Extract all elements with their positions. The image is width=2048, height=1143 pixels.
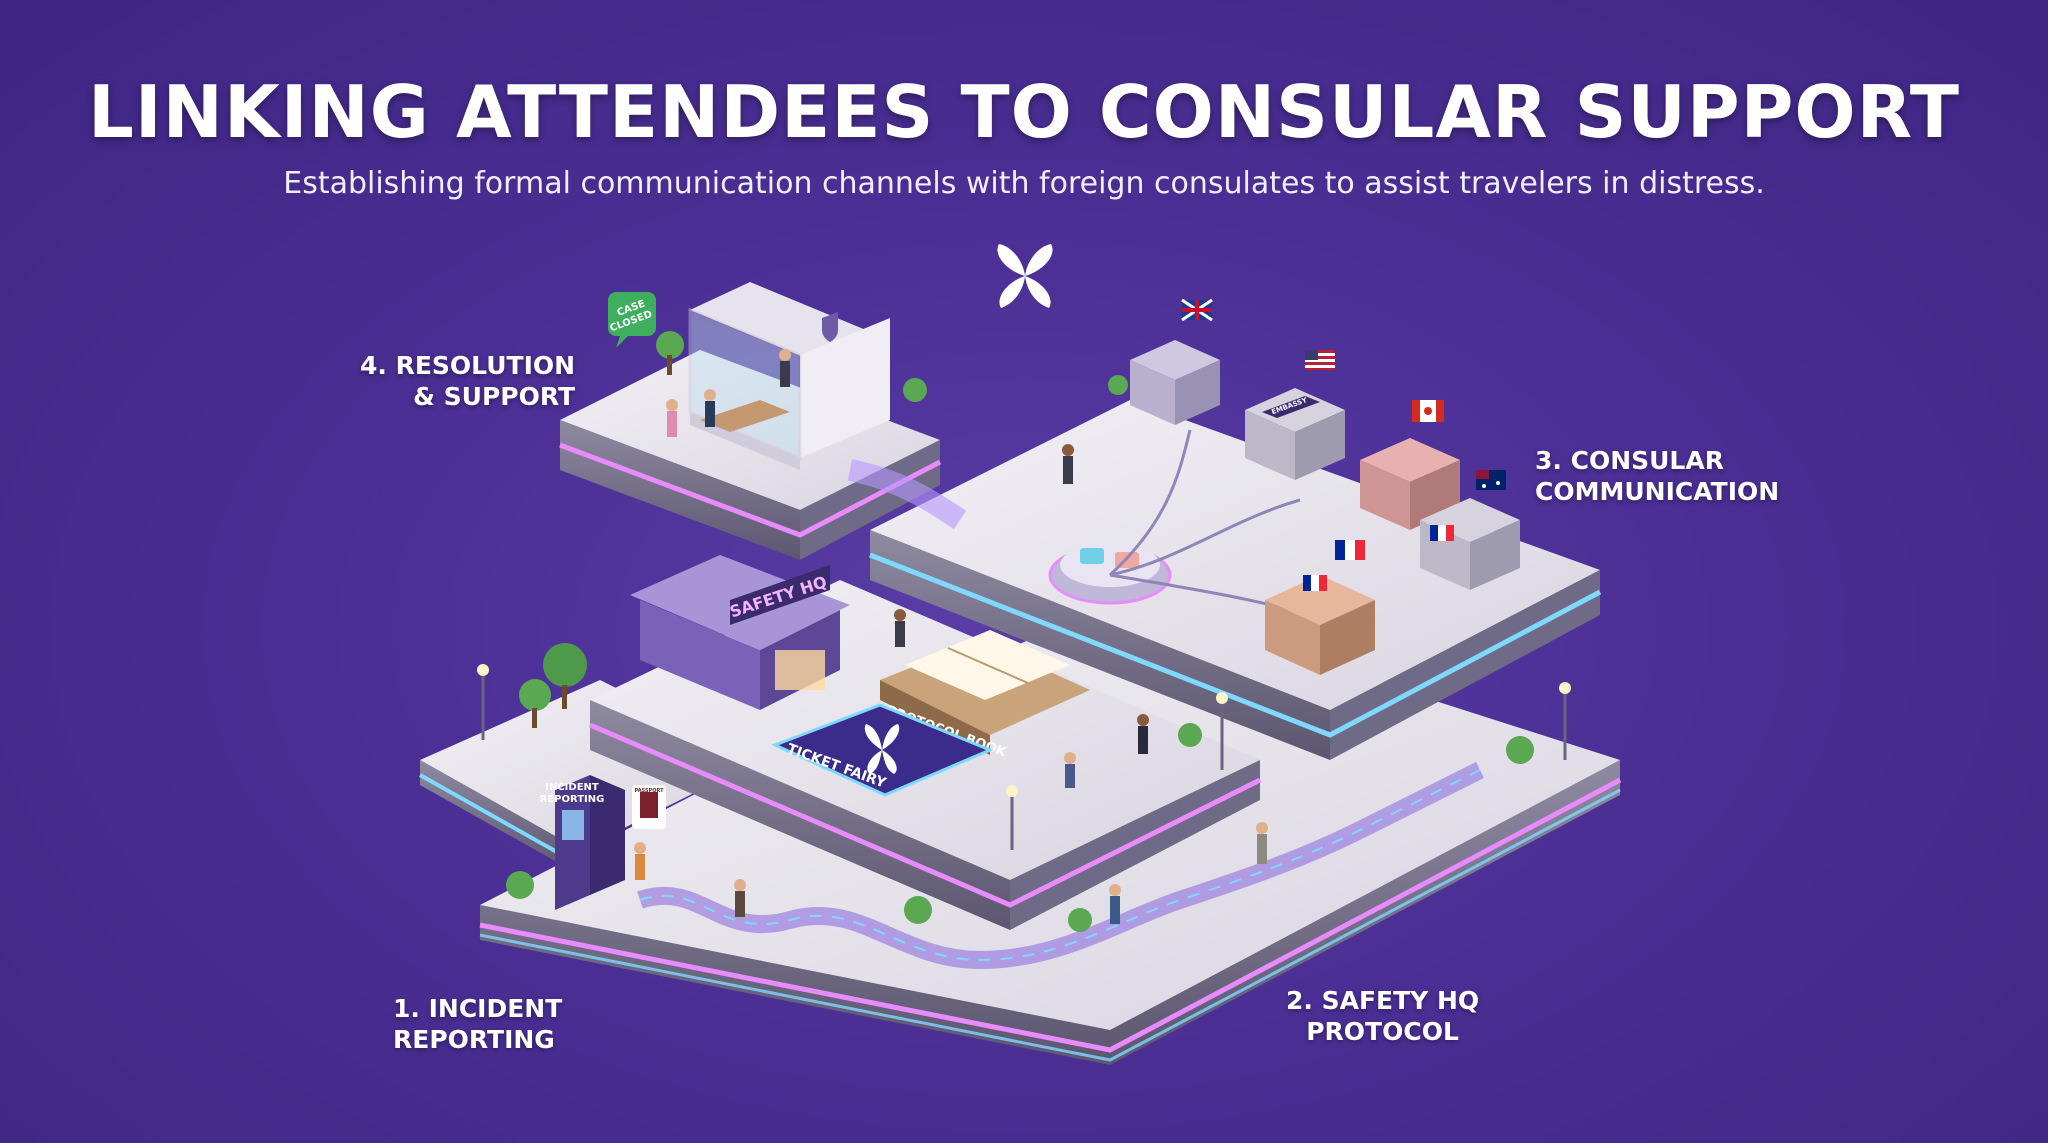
step-2-line1: 2. SAFETY HQ bbox=[1286, 986, 1480, 1015]
resolution-tier bbox=[559, 350, 942, 560]
people bbox=[634, 349, 1268, 924]
step-1-line1: 1. INCIDENT bbox=[393, 994, 563, 1023]
flow-paths bbox=[637, 459, 1485, 970]
step-3-line2: COMMUNICATION bbox=[1535, 477, 1780, 506]
resolution-booth bbox=[688, 282, 890, 470]
kiosk-label-line2: REPORTING bbox=[540, 794, 605, 805]
step-1-label: 1. INCIDENT REPORTING bbox=[393, 993, 562, 1055]
trees bbox=[506, 331, 1534, 932]
lamp-posts bbox=[477, 664, 1571, 850]
case-closed-bubble: CASE CLOSED bbox=[608, 292, 656, 348]
step-4-label: 4. RESOLUTION & SUPPORT bbox=[360, 350, 575, 412]
page-subtitle: Establishing formal communication channe… bbox=[283, 166, 1765, 201]
safety-hq-building: SAFETY HQ bbox=[630, 555, 850, 710]
step-4-line2: & SUPPORT bbox=[413, 382, 576, 411]
step-4-line1: 4. RESOLUTION bbox=[360, 351, 576, 380]
communication-hub bbox=[1048, 429, 1331, 622]
step-2-label: 2. SAFETY HQ PROTOCOL bbox=[1286, 985, 1479, 1047]
kiosk-label-line1: INCIDENT bbox=[545, 782, 599, 793]
passport-label: PASSPORT bbox=[634, 788, 664, 794]
consulate-france bbox=[1265, 540, 1375, 675]
consulate-us: EMBASSY bbox=[1245, 350, 1345, 480]
step-2-line2: PROTOCOL bbox=[1306, 1017, 1459, 1046]
consulate-australia bbox=[1420, 470, 1520, 590]
consulate-uk bbox=[1130, 298, 1220, 425]
page-title: LINKING ATTENDEES TO CONSULAR SUPPORT bbox=[88, 70, 1960, 154]
consulate-tier bbox=[869, 400, 1602, 760]
step-3-line1: 3. CONSULAR bbox=[1535, 446, 1724, 475]
step-3-label: 3. CONSULAR COMMUNICATION bbox=[1535, 445, 1779, 507]
incident-reporting-kiosk: INCIDENT REPORTING PASSPORT bbox=[540, 775, 666, 910]
ticket-fairy-logo-icon bbox=[997, 244, 1053, 308]
step-1-line2: REPORTING bbox=[393, 1025, 555, 1054]
